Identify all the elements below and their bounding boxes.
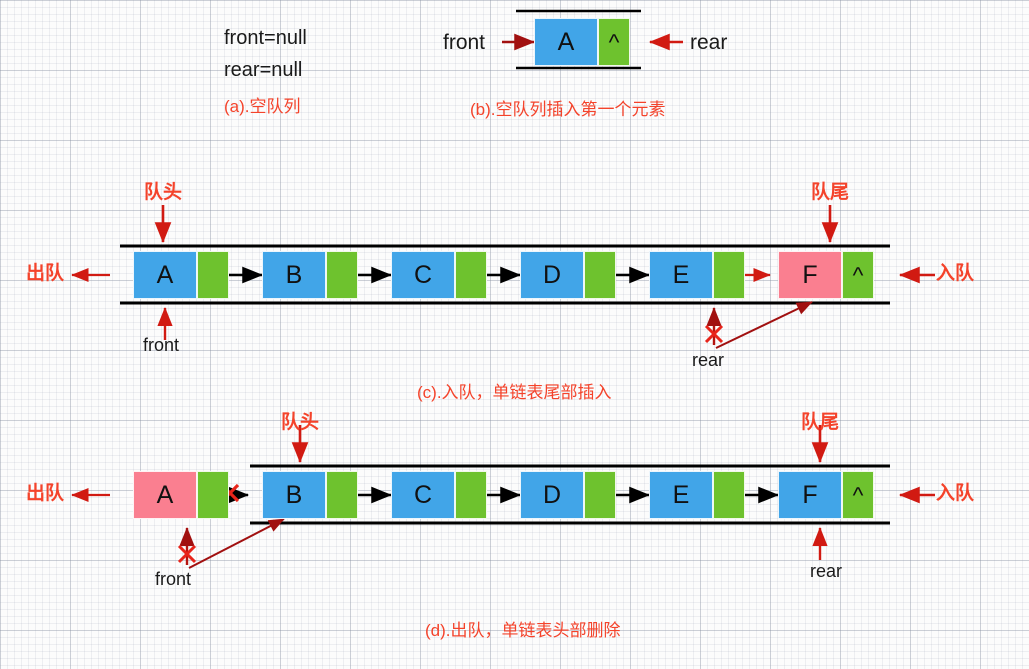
panel-b-caption: (b).空队列插入第一个元素 (470, 100, 666, 119)
panel-d-node-1: B (262, 471, 358, 519)
node-data-cell: E (649, 471, 713, 519)
node-next-cell: ^ (842, 251, 874, 299)
panel-a-front-null: front=null (224, 27, 307, 49)
panel-c-node-4: E (649, 251, 745, 299)
panel-c-node-5: F ^ (778, 251, 874, 299)
panel-d-front-label: front (155, 569, 192, 589)
node-next-cell (326, 471, 358, 519)
node-data-cell: D (520, 251, 584, 299)
node-next-cell (197, 251, 229, 299)
node-data-cell: A (133, 471, 197, 519)
node-data-cell: D (520, 471, 584, 519)
panel-b-rear-label: rear (690, 31, 728, 54)
panel-d-head-label: 队头 (281, 412, 320, 433)
panel-d-node-2: C (391, 471, 487, 519)
panel-d-rear-label: rear (810, 561, 843, 581)
panel-b-node-A: A ^ (534, 18, 630, 66)
panel-c-tail-label: 队尾 (811, 182, 850, 203)
node-data-cell: B (262, 471, 326, 519)
panel-b-front-label: front (443, 31, 486, 54)
node-data-cell: A (534, 18, 598, 66)
node-next-cell: ^ (842, 471, 874, 519)
node-next-cell (713, 471, 745, 519)
node-data-cell: C (391, 471, 455, 519)
node-data-cell: C (391, 251, 455, 299)
node-data-cell: E (649, 251, 713, 299)
node-next-cell (713, 251, 745, 299)
node-next-cell (455, 471, 487, 519)
node-data-cell: F (778, 251, 842, 299)
node-data-cell: B (262, 251, 326, 299)
panel-d-node-5: F ^ (778, 471, 874, 519)
node-next-cell: ^ (598, 18, 630, 66)
panel-d-node-3: D (520, 471, 616, 519)
panel-c-enqueue-label: 入队 (936, 263, 975, 284)
panel-d-node-0: A (133, 471, 229, 519)
panel-d-node-4: E (649, 471, 745, 519)
node-next-cell (326, 251, 358, 299)
panel-d-dequeue-label: 出队 (26, 483, 65, 504)
panel-c-node-3: D (520, 251, 616, 299)
panel-d-tail-label: 队尾 (801, 412, 840, 433)
panel-c-caption: (c).入队，单链表尾部插入 (417, 383, 612, 402)
node-data-cell: F (778, 471, 842, 519)
node-next-cell (584, 251, 616, 299)
panel-c-front-label: front (143, 335, 180, 355)
node-next-cell (584, 471, 616, 519)
panel-a-rear-null: rear=null (224, 59, 303, 81)
panel-c-head-label: 队头 (144, 182, 183, 203)
panel-d-caption: (d).出队，单链表头部删除 (425, 621, 621, 640)
node-next-cell (455, 251, 487, 299)
panel-d-enqueue-label: 入队 (936, 483, 975, 504)
panel-c-node-0: A (133, 251, 229, 299)
panel-a-caption: (a).空队列 (224, 97, 301, 116)
panel-c-node-2: C (391, 251, 487, 299)
node-data-cell: A (133, 251, 197, 299)
panel-c-dequeue-label: 出队 (26, 263, 65, 284)
node-next-cell (197, 471, 229, 519)
panel-c-node-1: B (262, 251, 358, 299)
panel-c-rear-label: rear (692, 350, 725, 370)
